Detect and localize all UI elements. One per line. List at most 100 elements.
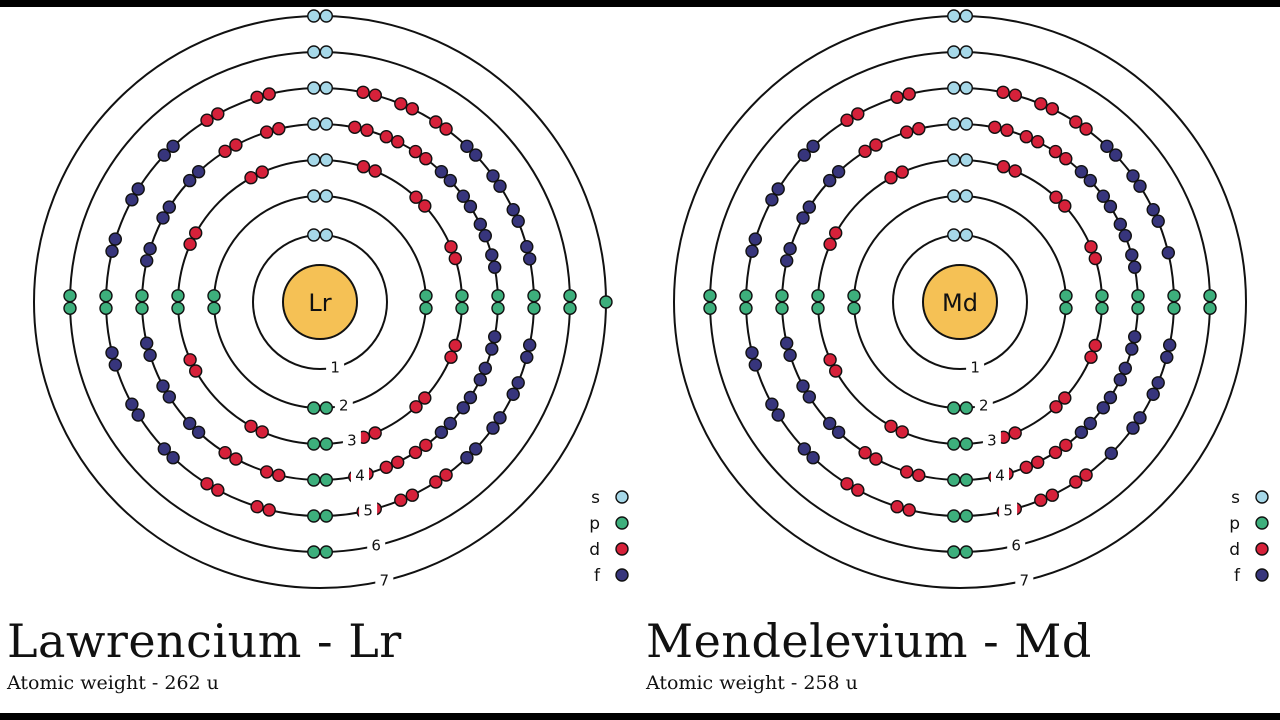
electron-p-shell-4 bbox=[775, 289, 789, 303]
legend-label-s: s bbox=[1231, 488, 1240, 508]
shell-label-background bbox=[375, 570, 394, 591]
electron-f-shell-4 bbox=[1096, 401, 1110, 415]
electron-f-shell-4 bbox=[1125, 248, 1139, 262]
electron-p-shell-3 bbox=[1095, 289, 1109, 303]
electron-f-shell-5 bbox=[1146, 202, 1160, 217]
electron-s-shell-2 bbox=[307, 189, 321, 203]
electron-d-shell-5 bbox=[262, 503, 276, 517]
electron-f-shell-4 bbox=[443, 173, 457, 188]
electron-f-shell-5 bbox=[745, 244, 759, 258]
electron-d-shell-3 bbox=[368, 164, 382, 178]
shell-number-label: 7 bbox=[380, 572, 390, 590]
electron-f-shell-4 bbox=[473, 373, 487, 387]
electron-d-shell-5 bbox=[1008, 88, 1022, 102]
legend-label-p: p bbox=[1229, 514, 1240, 534]
top-border bbox=[0, 0, 1280, 7]
electron-p-shell-4 bbox=[307, 473, 321, 487]
electron-f-shell-4 bbox=[1118, 228, 1132, 243]
electron-d-shell-4 bbox=[272, 121, 286, 136]
electron-f-shell-5 bbox=[523, 338, 537, 352]
electron-d-shell-4 bbox=[988, 120, 1002, 135]
shell-label-background bbox=[982, 430, 1001, 451]
electron-p-shell-2 bbox=[1059, 289, 1073, 303]
shell-number-label: 3 bbox=[347, 431, 357, 449]
electron-p-shell-6 bbox=[959, 545, 973, 559]
electron-d-shell-5 bbox=[902, 87, 916, 101]
electron-p-shell-6 bbox=[1203, 301, 1217, 315]
electron-p-shell-3 bbox=[811, 301, 825, 315]
legend-label-d: d bbox=[1229, 540, 1240, 560]
electron-p-shell-3 bbox=[307, 437, 321, 451]
electron-f-shell-4 bbox=[1103, 199, 1118, 214]
electron-d-shell-3 bbox=[895, 165, 909, 179]
electron-p-shell-2 bbox=[207, 289, 221, 303]
electron-d-shell-3 bbox=[244, 419, 258, 433]
shell-label-background bbox=[999, 500, 1018, 521]
electron-d-shell-3 bbox=[183, 353, 197, 367]
electron-f-shell-5 bbox=[1104, 446, 1118, 460]
electron-f-shell-4 bbox=[182, 416, 197, 431]
electron-p-shell-6 bbox=[703, 301, 717, 315]
electron-f-shell-5 bbox=[748, 358, 763, 372]
electron-d-shell-3 bbox=[188, 226, 203, 240]
shell-label-background bbox=[351, 465, 369, 486]
electron-f-shell-4 bbox=[162, 390, 177, 404]
shell-label-background bbox=[1015, 570, 1034, 591]
shell-number-label: 6 bbox=[371, 537, 381, 555]
electron-s-shell-3 bbox=[947, 153, 961, 167]
electron-p-shell-2 bbox=[959, 401, 973, 415]
electron-p-shell-3 bbox=[1095, 301, 1109, 315]
electron-d-shell-4 bbox=[912, 121, 926, 136]
shell-label-background bbox=[991, 465, 1009, 486]
electron-p-shell-6 bbox=[947, 545, 961, 559]
electron-d-shell-4 bbox=[1059, 151, 1073, 166]
electron-p-shell-6 bbox=[563, 301, 577, 315]
electron-d-shell-4 bbox=[408, 445, 423, 460]
legend-label-f: f bbox=[594, 566, 601, 586]
electron-p-shell-4 bbox=[135, 289, 149, 303]
electron-f-shell-4 bbox=[478, 228, 492, 243]
shell-label-background bbox=[334, 395, 353, 416]
electron-d-shell-3 bbox=[1049, 400, 1063, 414]
electron-d-shell-3 bbox=[1008, 164, 1022, 178]
electron-p-shell-6 bbox=[319, 545, 333, 559]
electron-d-shell-5 bbox=[996, 85, 1010, 100]
electron-d-shell-3 bbox=[823, 237, 837, 251]
electron-d-shell-5 bbox=[1045, 488, 1059, 502]
legend-swatch-p bbox=[1255, 516, 1269, 530]
electron-f-shell-4 bbox=[1083, 173, 1097, 188]
electron-d-shell-4 bbox=[1059, 438, 1073, 452]
legend-label-d: d bbox=[589, 540, 600, 560]
electron-p-shell-5 bbox=[99, 289, 113, 303]
electron-f-shell-5 bbox=[157, 148, 172, 162]
electron-s-shell-4 bbox=[959, 117, 973, 131]
electron-p-shell-6 bbox=[63, 289, 77, 303]
electron-d-shell-4 bbox=[1031, 455, 1045, 469]
electron-f-shell-5 bbox=[131, 182, 145, 196]
electron-f-shell-5 bbox=[797, 148, 812, 162]
electron-d-shell-4 bbox=[348, 120, 362, 135]
electron-s-shell-5 bbox=[959, 81, 973, 95]
electron-p-shell-5 bbox=[527, 289, 541, 303]
electron-f-shell-4 bbox=[831, 164, 846, 179]
electron-p-shell-2 bbox=[947, 401, 961, 415]
shell-number-label: 7 bbox=[1020, 572, 1030, 590]
electron-d-shell-3 bbox=[895, 425, 909, 439]
electron-d-shell-3 bbox=[448, 251, 462, 266]
electron-s-shell-2 bbox=[947, 189, 961, 203]
electron-s-shell-2 bbox=[959, 189, 973, 203]
electron-f-shell-4 bbox=[1074, 425, 1089, 439]
electron-f-shell-4 bbox=[1074, 164, 1089, 179]
electron-p-shell-2 bbox=[1059, 301, 1073, 315]
electron-f-shell-4 bbox=[796, 211, 810, 225]
electron-f-shell-4 bbox=[796, 379, 810, 393]
electron-d-shell-4 bbox=[912, 468, 926, 482]
electron-p-shell-3 bbox=[455, 301, 469, 315]
electron-p-shell-4 bbox=[319, 473, 333, 487]
electron-f-shell-4 bbox=[156, 211, 170, 225]
electron-d-shell-4 bbox=[391, 134, 405, 149]
electron-d-shell-3 bbox=[444, 350, 458, 364]
electron-f-shell-5 bbox=[771, 408, 785, 422]
electron-f-shell-5 bbox=[157, 442, 172, 456]
